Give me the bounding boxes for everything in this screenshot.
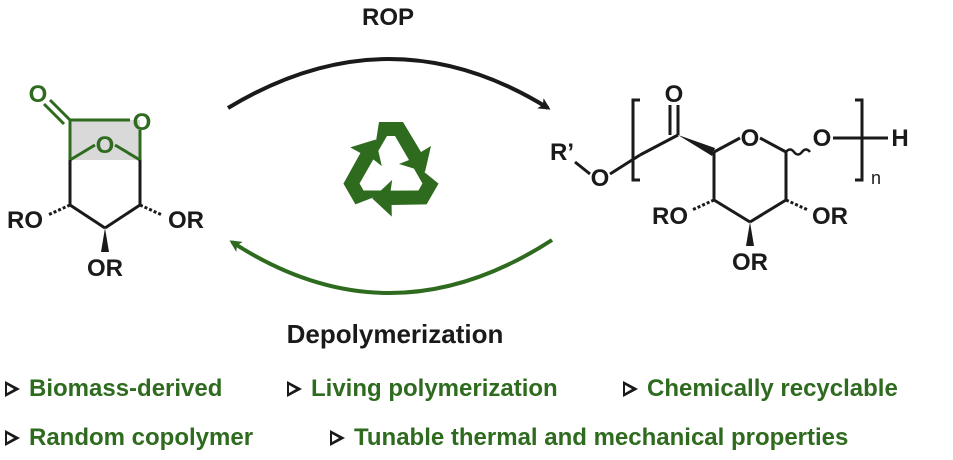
reaction-scheme: ROP Depolymerization	[7, 4, 909, 349]
bullet-arrow-icon	[5, 430, 20, 446]
polymer-glycosidic-o: O	[813, 125, 832, 152]
feature-item: Tunable thermal and mechanical propertie…	[330, 424, 848, 452]
polymer-ester-o: O	[591, 165, 610, 192]
depolymerization-label: Depolymerization	[287, 319, 504, 349]
polymer-sub-left: RO	[652, 203, 688, 230]
bullet-arrow-icon	[623, 381, 638, 397]
feature-item: Random copolymer	[5, 424, 253, 452]
depolymerization-arrow	[229, 238, 554, 295]
bullet-arrow-icon	[287, 381, 302, 397]
polymer-sub-bottom: OR	[732, 249, 768, 276]
monomer-structure: O O O RO OR OR	[7, 81, 204, 282]
feature-item: Biomass-derived	[5, 375, 222, 403]
bullet-arrow-icon	[330, 430, 345, 446]
bullet-arrow-icon	[5, 381, 20, 397]
polymer-terminal-h: H	[891, 125, 908, 152]
monomer-carbonyl-o: O	[29, 81, 48, 108]
monomer-ring-o: O	[133, 109, 152, 136]
monomer-bridge-o: O	[96, 132, 115, 159]
rop-label: ROP	[362, 4, 414, 31]
polymer-repeat-subscript: n	[871, 168, 881, 188]
monomer-sub-bottom: OR	[87, 255, 123, 282]
polymer-carbonyl-o: O	[665, 81, 684, 108]
polymer-structure: R’ O O O O H n RO OR OR	[550, 81, 909, 276]
rop-arrow	[226, 57, 551, 110]
feature-label: Tunable thermal and mechanical propertie…	[354, 424, 849, 451]
monomer-sub-left: RO	[7, 207, 43, 234]
polymer-ring-o: O	[741, 125, 760, 152]
recycle-icon	[343, 122, 439, 217]
polymer-end-group: R’	[550, 139, 574, 166]
polymer-sub-right: OR	[812, 203, 848, 230]
feature-item: Chemically recyclable	[623, 375, 898, 403]
feature-label: Random copolymer	[29, 424, 254, 451]
monomer-sub-right: OR	[168, 207, 204, 234]
feature-label: Living polymerization	[311, 375, 558, 402]
feature-item: Living polymerization	[287, 375, 558, 403]
feature-label: Biomass-derived	[29, 375, 223, 402]
feature-label: Chemically recyclable	[647, 375, 898, 402]
